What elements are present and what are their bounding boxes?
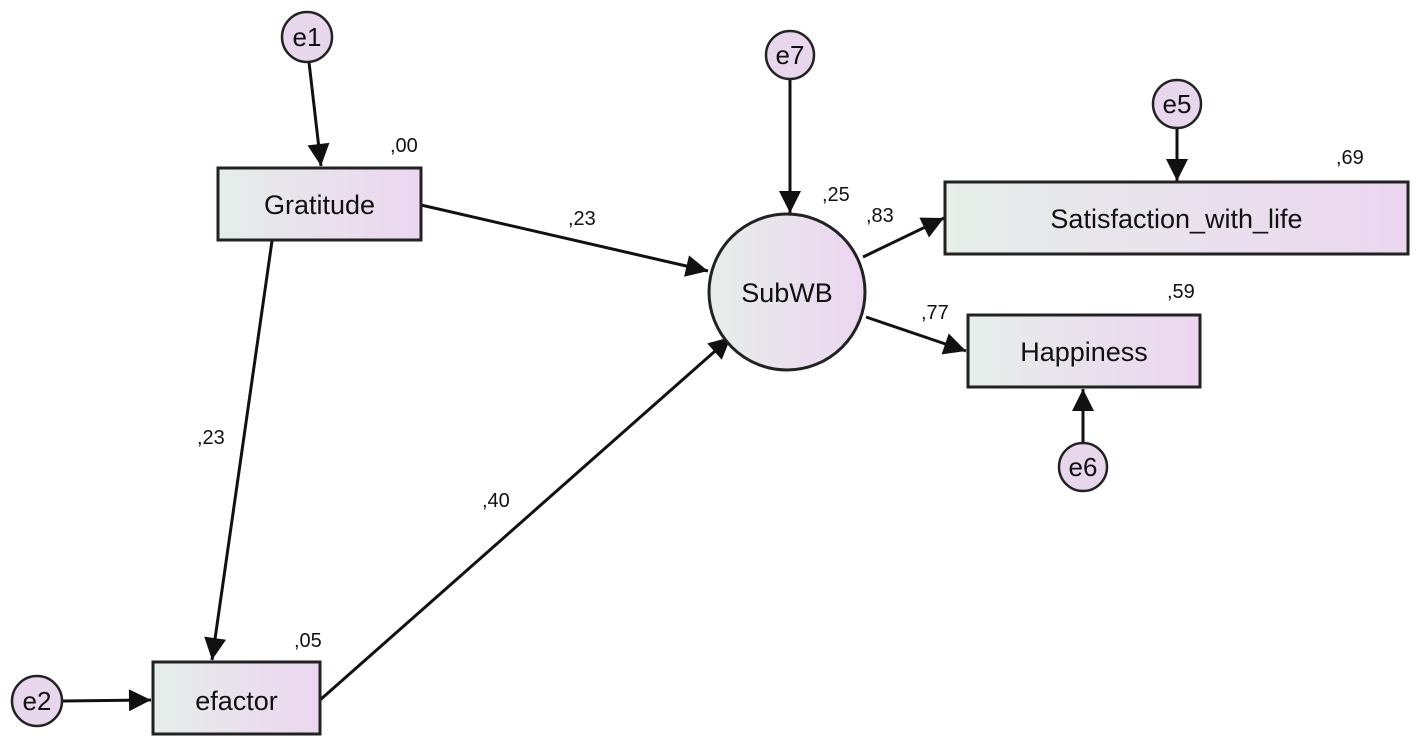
- error-e2: e2: [10, 674, 64, 728]
- node-happiness-label: Happiness: [1020, 337, 1148, 367]
- coef-subwb-satisfaction: ,83: [866, 205, 894, 227]
- path-subwb-to-satisfaction: [862, 216, 945, 259]
- path-subwb-to-happiness: [865, 315, 967, 355]
- error-e2-label: e2: [23, 686, 52, 716]
- node-satisfaction-label: Satisfaction_with_life: [1050, 204, 1302, 234]
- r2-subwb: ,25: [822, 184, 850, 206]
- node-efactor: efactor: [151, 660, 322, 736]
- path-gratitude-to-efactor: [204, 240, 274, 661]
- error-e7-label: e7: [776, 40, 805, 70]
- path-e1-to-gratitude: [307, 61, 330, 167]
- error-e5-label: e5: [1163, 89, 1192, 119]
- node-subwb-label: SubWB: [741, 278, 833, 308]
- r2-satisfaction: ,69: [1336, 147, 1364, 169]
- r2-happiness: ,59: [1167, 281, 1195, 303]
- error-e6: e6: [1057, 441, 1109, 493]
- r2-efactor: ,05: [294, 630, 322, 652]
- error-e1-label: e1: [293, 22, 322, 52]
- node-satisfaction-with-life: Satisfaction_with_life: [943, 180, 1410, 256]
- node-gratitude: Gratitude: [216, 166, 423, 242]
- error-e7: e7: [764, 29, 816, 81]
- node-happiness: Happiness: [966, 313, 1202, 389]
- node-gratitude-label: Gratitude: [264, 190, 375, 220]
- path-efactor-to-subwb: [319, 335, 732, 702]
- node-subwb: SubWB: [707, 212, 867, 372]
- coef-gratitude-efactor: ,23: [197, 427, 225, 449]
- error-e6-label: e6: [1069, 452, 1098, 482]
- coef-subwb-happiness: ,77: [921, 302, 949, 324]
- path-gratitude-to-subwb: [420, 203, 709, 277]
- coef-efactor-subwb: ,40: [482, 490, 510, 512]
- r2-gratitude: ,00: [390, 135, 418, 157]
- error-e5: e5: [1151, 78, 1203, 130]
- node-efactor-label: efactor: [195, 686, 278, 716]
- error-e1: e1: [280, 10, 334, 64]
- path-e2-to-efactor: [62, 689, 152, 712]
- coef-gratitude-subwb: ,23: [568, 208, 596, 230]
